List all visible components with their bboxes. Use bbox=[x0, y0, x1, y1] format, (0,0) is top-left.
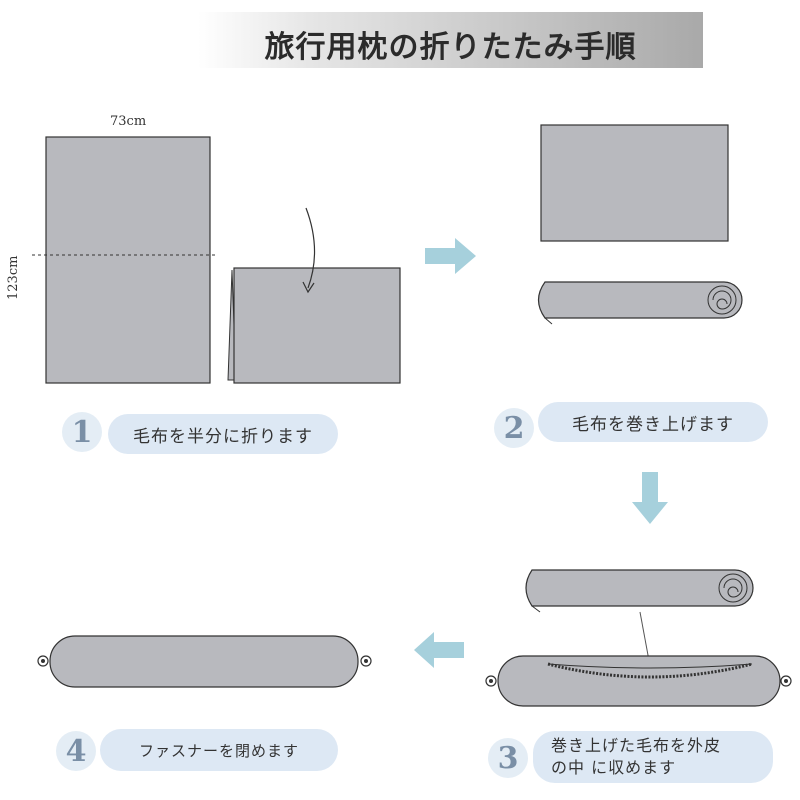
step-3-caption-line2: の中 に収めます bbox=[551, 758, 677, 777]
step-number-1: 1 bbox=[62, 412, 102, 452]
pillow-closed bbox=[37, 635, 372, 688]
blanket-half bbox=[540, 124, 729, 242]
step-number-2: 2 bbox=[494, 408, 534, 448]
step-3-caption-line1: 巻き上げた毛布を外皮 bbox=[551, 736, 722, 755]
step-number-3: 3 bbox=[488, 738, 528, 778]
blanket-full bbox=[45, 136, 211, 384]
step-2-caption: 毛布を巻き上げます bbox=[538, 402, 768, 442]
title-banner: 旅行用枕の折りたたみ手順 bbox=[198, 12, 703, 68]
arrow-right bbox=[425, 238, 476, 274]
step-number-4: 4 bbox=[56, 731, 96, 771]
width-dimension-label: 73cm bbox=[110, 114, 147, 129]
fold-arrow bbox=[305, 207, 316, 289]
blanket-roll-step3 bbox=[525, 569, 754, 607]
arrow-left bbox=[414, 632, 464, 668]
step-1-caption: 毛布を半分に折ります bbox=[108, 414, 338, 454]
fold-arrow-head bbox=[302, 281, 315, 294]
blanket-roll bbox=[537, 281, 743, 319]
step-4-caption: ファスナーを閉めます bbox=[100, 729, 338, 771]
roll-spiral bbox=[707, 285, 737, 315]
pillow-cover-open bbox=[485, 655, 792, 707]
roll-spiral-step3 bbox=[718, 573, 748, 603]
roll-edge-step3 bbox=[531, 605, 541, 613]
roll-edge bbox=[544, 317, 553, 325]
arrow-down bbox=[632, 472, 668, 524]
page-title: 旅行用枕の折りたたみ手順 bbox=[264, 30, 637, 65]
blanket-folded bbox=[233, 267, 401, 384]
step-3-caption: 巻き上げた毛布を外皮 の中 に収めます bbox=[533, 731, 773, 783]
